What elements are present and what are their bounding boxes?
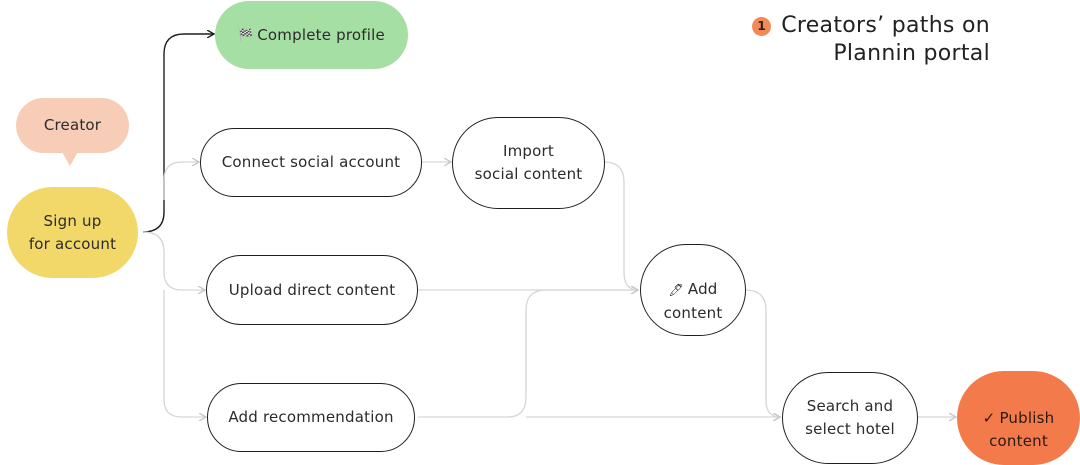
edge-signup-to-recommendation (163, 290, 206, 417)
title-line-1: Creators’ paths on (781, 13, 990, 38)
pen-icon: 🖊 (668, 283, 684, 297)
step-number-badge: 1 (752, 16, 772, 36)
upload-direct-label: Upload direct content (228, 280, 396, 299)
connect-social-node[interactable]: Connect social account (200, 128, 422, 197)
creator-bubble-tail (61, 150, 79, 166)
diagram-title: 1 Creators’ paths on Plannin portal (752, 12, 990, 68)
connect-social-label: Connect social account (221, 153, 401, 171)
creator-bubble: Creator (16, 98, 129, 153)
sign-up-label: Sign up for account (28, 211, 117, 253)
search-hotel-node[interactable]: Search and select hotel (782, 372, 918, 464)
checkmark-icon: ✓ (982, 408, 996, 427)
add-content-label-row: 🖊Add content (664, 255, 723, 325)
import-social-node[interactable]: Import social content (452, 117, 605, 209)
complete-profile-label: Complete profile (257, 25, 385, 44)
edge-addcontent-to-search (744, 289, 780, 417)
search-hotel-label: Search and select hotel (805, 397, 895, 438)
checkered-flag-icon: 🏁 (238, 27, 254, 42)
upload-direct-node[interactable]: Upload direct content (206, 255, 418, 325)
complete-profile-node[interactable]: 🏁 Complete profile (215, 1, 408, 69)
import-social-label: Import social content (474, 142, 583, 183)
edge-signup-to-upload (142, 231, 205, 290)
publish-label-row: ✓Publish content (983, 384, 1055, 453)
publish-content-node[interactable]: ✓Publish content (957, 371, 1080, 465)
add-content-label: Add content (663, 280, 723, 322)
sign-up-node[interactable]: Sign up for account (7, 187, 138, 278)
add-content-node[interactable]: 🖊Add content (640, 244, 746, 336)
edge-import-to-addcontent (603, 161, 638, 290)
edge-signup-to-connect (163, 162, 199, 200)
publish-label: Publish content (989, 408, 1055, 450)
title-line-2: Plannin portal (833, 41, 990, 66)
creator-label: Creator (43, 116, 102, 134)
add-recommendation-node[interactable]: Add recommendation (207, 383, 415, 452)
edge-signup-to-profile (142, 34, 214, 233)
add-recommendation-label: Add recommendation (228, 408, 394, 426)
edge-recommendation-to-addcontent (418, 290, 638, 418)
